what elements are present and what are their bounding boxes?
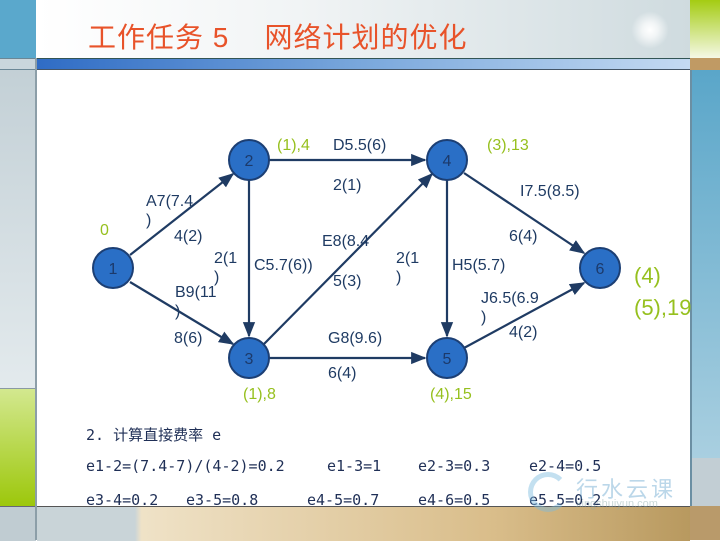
calc-item: e4-6=0.5: [418, 491, 491, 509]
right-decor-bottom: [690, 506, 720, 540]
edge-e-label: E8(8.4: [322, 233, 370, 250]
watermark-name: 行水云课: [576, 477, 677, 502]
edge-h-duration: 2(1 ): [396, 250, 420, 286]
edge-g-duration: 6(4): [328, 365, 357, 382]
calc-item: e4-5=0.7: [307, 491, 380, 509]
node-2: [228, 139, 270, 181]
right-decor-gray: [690, 458, 720, 506]
node-6: [579, 247, 621, 289]
edge-d-label: D5.5(6): [333, 137, 387, 154]
calc-item: e3-4=0.2: [86, 491, 159, 509]
wave-logo-icon: [528, 472, 568, 512]
edge-4-6: [463, 172, 586, 254]
node-label: 6: [596, 261, 605, 278]
node-time-2: (1),4: [277, 137, 310, 154]
edge-i-duration: 6(4): [509, 228, 538, 245]
edge-i-label: I7.5(8.5): [520, 183, 580, 200]
node-label: 5: [443, 351, 452, 368]
edge-c-duration: 2(1 ): [214, 250, 238, 286]
node-1: [92, 247, 134, 289]
left-decor-top: [0, 0, 36, 58]
node-label: 2: [245, 153, 254, 170]
edge-1-2: [129, 173, 235, 256]
calc-heading: 2. 计算直接费率 e: [86, 426, 222, 444]
watermark-url: xingshuiyun.com: [576, 498, 658, 510]
edge-j-duration: 4(2): [509, 324, 538, 341]
node-time-3: (1),8: [243, 386, 276, 403]
slide-title: 工作任务 5 网络计划的优化: [88, 22, 468, 53]
node-label: 4: [443, 153, 452, 170]
node-time-1: 0: [100, 222, 109, 239]
edge-c-label: C5.7(6)): [254, 257, 313, 274]
edge-a-label: A7(7.4 ): [146, 193, 194, 229]
node-label: 1: [109, 261, 118, 278]
edge-a-duration: 4(2): [174, 228, 203, 245]
header-band: [37, 0, 690, 58]
node-3: [228, 337, 270, 379]
node-time-5: (4),15: [430, 386, 472, 403]
left-decor-bottom: [0, 506, 36, 541]
left-decor-green: [0, 388, 36, 507]
right-decor-panel: [690, 70, 720, 458]
edge-d-duration: 2(1): [333, 177, 362, 194]
header-stripe: [37, 58, 690, 70]
left-decor-panel: [0, 70, 36, 388]
node-time-4: (3),13: [487, 137, 529, 154]
left-divider: [35, 58, 37, 540]
edge-j-label: J6.5(6.9 ): [481, 290, 539, 326]
node-time-6-line1: (4): [634, 263, 661, 288]
bottom-band: [37, 506, 690, 541]
calc-item: e3-5=0.8: [186, 491, 259, 509]
calc-item: e1-3=1: [327, 457, 382, 475]
edge-g-label: G8(9.6): [328, 330, 383, 347]
calc-item: e2-3=0.3: [418, 457, 491, 475]
node-4: [426, 139, 468, 181]
edge-5-6: [463, 282, 586, 349]
watermark: 行水云课 xingshuiyun.com: [528, 470, 718, 520]
node-label: 3: [245, 351, 254, 368]
left-decor-stripe: [0, 58, 36, 70]
edge-e-duration: 5(3): [333, 273, 362, 290]
edge-b-label: B9(11 ): [175, 284, 217, 320]
edge-1-3: [129, 281, 235, 345]
calc-item: e2-4=0.5: [529, 457, 602, 475]
edge-h-label: H5(5.7): [452, 257, 506, 274]
right-decor-top: [690, 0, 720, 58]
node-5: [426, 337, 468, 379]
sparkle-icon: [628, 8, 672, 52]
edge-b-duration: 8(6): [174, 330, 203, 347]
right-decor-stripe: [690, 58, 720, 70]
edge-3-4: [263, 172, 434, 345]
calc-item: e1-2=(7.4-7)/(4-2)=0.2: [86, 457, 285, 475]
node-time-6-line2: (5),19: [634, 295, 692, 320]
